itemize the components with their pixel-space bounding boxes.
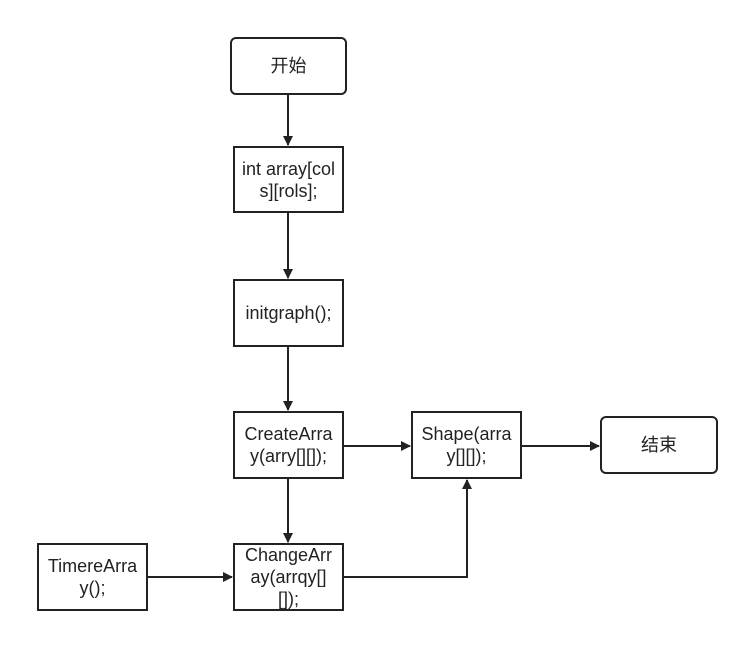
shape-node: Shape(array[][]); bbox=[411, 411, 522, 479]
change-array-label: ChangeArray(arrqy[][]); bbox=[244, 545, 333, 609]
end-node: 结束 bbox=[600, 416, 718, 474]
arrow-change-to-shape bbox=[344, 479, 472, 578]
start-node: 开始 bbox=[230, 37, 347, 95]
timer-array-node: TimereArray(); bbox=[37, 543, 148, 611]
timer-array-label: TimereArray(); bbox=[47, 556, 138, 598]
declare-array-label: int array[cols][rols]; bbox=[241, 158, 336, 201]
initgraph-node: initgraph(); bbox=[233, 279, 344, 347]
shape-label: Shape(array[][]); bbox=[421, 424, 512, 466]
initgraph-label: initgraph(); bbox=[245, 303, 332, 323]
start-label: 开始 bbox=[270, 56, 307, 76]
create-array-node: CreateArray(arry[][]); bbox=[233, 411, 344, 479]
create-array-label: CreateArray(arry[][]); bbox=[244, 424, 333, 466]
declare-array-node: int array[cols][rols]; bbox=[233, 146, 344, 213]
change-array-node: ChangeArray(arrqy[][]); bbox=[233, 543, 344, 611]
end-label: 结束 bbox=[641, 435, 677, 455]
